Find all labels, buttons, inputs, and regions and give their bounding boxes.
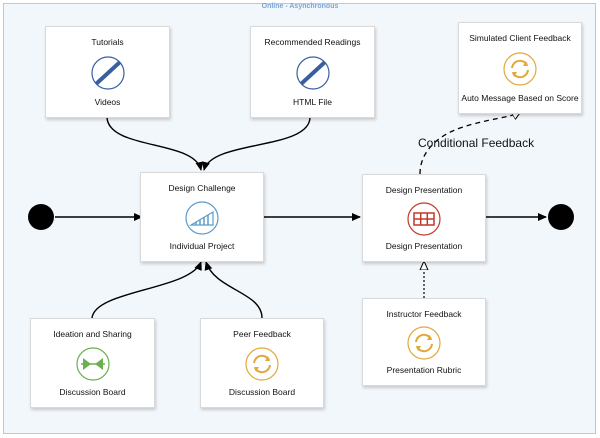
node-title: Design Challenge xyxy=(168,183,236,193)
html-file-icon xyxy=(295,55,331,91)
edge-readings-to-challenge xyxy=(202,117,311,171)
node-subtitle: Discussion Board xyxy=(228,387,296,397)
edge-peer-to-challenge xyxy=(204,261,263,319)
node-title: Ideation and Sharing xyxy=(53,329,132,339)
node-design-presentation[interactable]: Design Presentation Design Presentation xyxy=(362,174,486,262)
node-title: Recommended Readings xyxy=(264,37,361,47)
node-title: Simulated Client Feedback xyxy=(469,33,571,43)
node-subtitle: Auto Message Based on Score xyxy=(461,93,579,103)
node-subtitle: Presentation Rubric xyxy=(386,365,462,375)
node-title: Instructor Feedback xyxy=(386,309,462,319)
cycle-icon xyxy=(406,325,442,361)
node-subtitle: Individual Project xyxy=(169,241,235,251)
conditional-feedback-label: Conditional Feedback xyxy=(418,136,535,150)
node-title: Design Presentation xyxy=(385,185,463,195)
start-node[interactable] xyxy=(28,204,54,230)
edge-ideation-to-challenge xyxy=(91,261,202,319)
merge-arrows-icon xyxy=(75,346,111,382)
node-subtitle: Videos xyxy=(94,97,121,107)
node-ideation-and-sharing[interactable]: Ideation and Sharing Discussion Board xyxy=(30,318,155,408)
edge-tutorials-to-challenge xyxy=(106,117,204,171)
node-title: Peer Feedback xyxy=(233,329,291,339)
node-design-challenge[interactable]: Design Challenge Individual Project xyxy=(140,172,264,262)
node-tutorials[interactable]: Tutorials Videos xyxy=(45,26,170,118)
grid-icon xyxy=(406,201,442,237)
node-subtitle: Discussion Board xyxy=(59,387,126,397)
node-peer-feedback[interactable]: Peer Feedback Discussion Board xyxy=(200,318,324,408)
edge-conditional-feedback xyxy=(419,112,520,175)
node-instructor-feedback[interactable]: Instructor Feedback Presentation Rubric xyxy=(362,298,486,386)
end-node[interactable] xyxy=(548,204,574,230)
swimlane-title: Online - Asynchronous xyxy=(261,3,339,10)
cycle-icon xyxy=(244,346,280,382)
node-title: Tutorials xyxy=(91,37,124,47)
video-icon xyxy=(90,55,126,91)
node-recommended-readings[interactable]: Recommended Readings HTML File xyxy=(250,26,375,118)
node-simulated-client-feedback[interactable]: Simulated Client Feedback Auto Message B… xyxy=(458,22,582,114)
cycle-icon xyxy=(502,51,538,87)
node-subtitle: HTML File xyxy=(293,97,332,107)
node-subtitle: Design Presentation xyxy=(385,241,463,251)
progress-icon xyxy=(184,200,220,236)
